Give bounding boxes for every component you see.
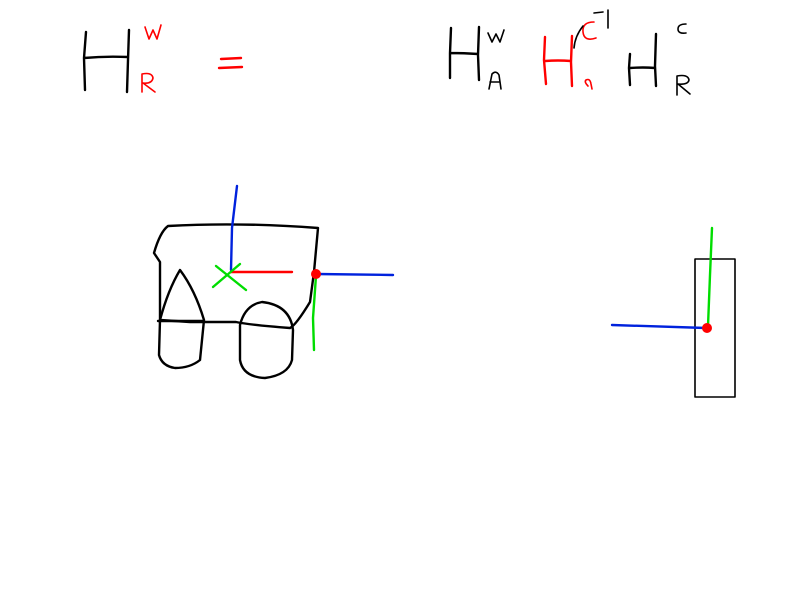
lhs-subscript-R <box>141 72 156 93</box>
rhs-term-2-inverse <box>542 9 609 90</box>
robot-body <box>152 223 320 330</box>
rhs2-superscript-C <box>582 21 597 40</box>
rhs3-superscript-C <box>677 23 687 34</box>
robot-wheel-right <box>238 300 295 380</box>
rhs2-H <box>542 34 574 88</box>
rhs1-subscript-A <box>488 71 502 90</box>
rhs-term-3 <box>627 23 691 96</box>
robot-frame-y-axis-a <box>214 264 248 292</box>
camera-sketch <box>610 226 736 398</box>
camera-y-axis <box>706 226 714 328</box>
robot-frame-y-axis-b <box>211 262 242 289</box>
rhs2-inverse-bracket <box>573 25 584 49</box>
rhs1-superscript-W <box>487 29 505 43</box>
rhs-term-1 <box>448 25 505 90</box>
robot-marker-y-axis <box>311 274 318 352</box>
robot-marker-frame <box>311 269 395 352</box>
camera-z-axis <box>610 323 708 330</box>
rhs1-H <box>448 25 481 82</box>
robot-wheel-left <box>157 268 206 370</box>
robot-sketch <box>152 184 395 380</box>
equals-bar-top <box>219 56 243 61</box>
robot-frame-z-axis <box>229 184 239 272</box>
lhs-superscript-W <box>144 24 162 40</box>
lhs-term <box>82 24 162 94</box>
equation <box>82 9 691 96</box>
rhs2-subscript-A <box>584 78 593 90</box>
lhs-H <box>82 28 131 94</box>
robot-marker-z-axis <box>314 272 395 277</box>
camera-frame <box>610 226 714 333</box>
equals-bar-bottom <box>217 65 244 70</box>
rhs3-H <box>627 32 658 88</box>
robot-frame <box>211 184 294 292</box>
equals-sign <box>217 56 244 70</box>
camera-origin <box>702 323 712 333</box>
rhs2-inverse-exponent <box>593 9 609 29</box>
robot-marker-origin <box>311 269 321 279</box>
rhs3-subscript-R <box>676 74 691 96</box>
